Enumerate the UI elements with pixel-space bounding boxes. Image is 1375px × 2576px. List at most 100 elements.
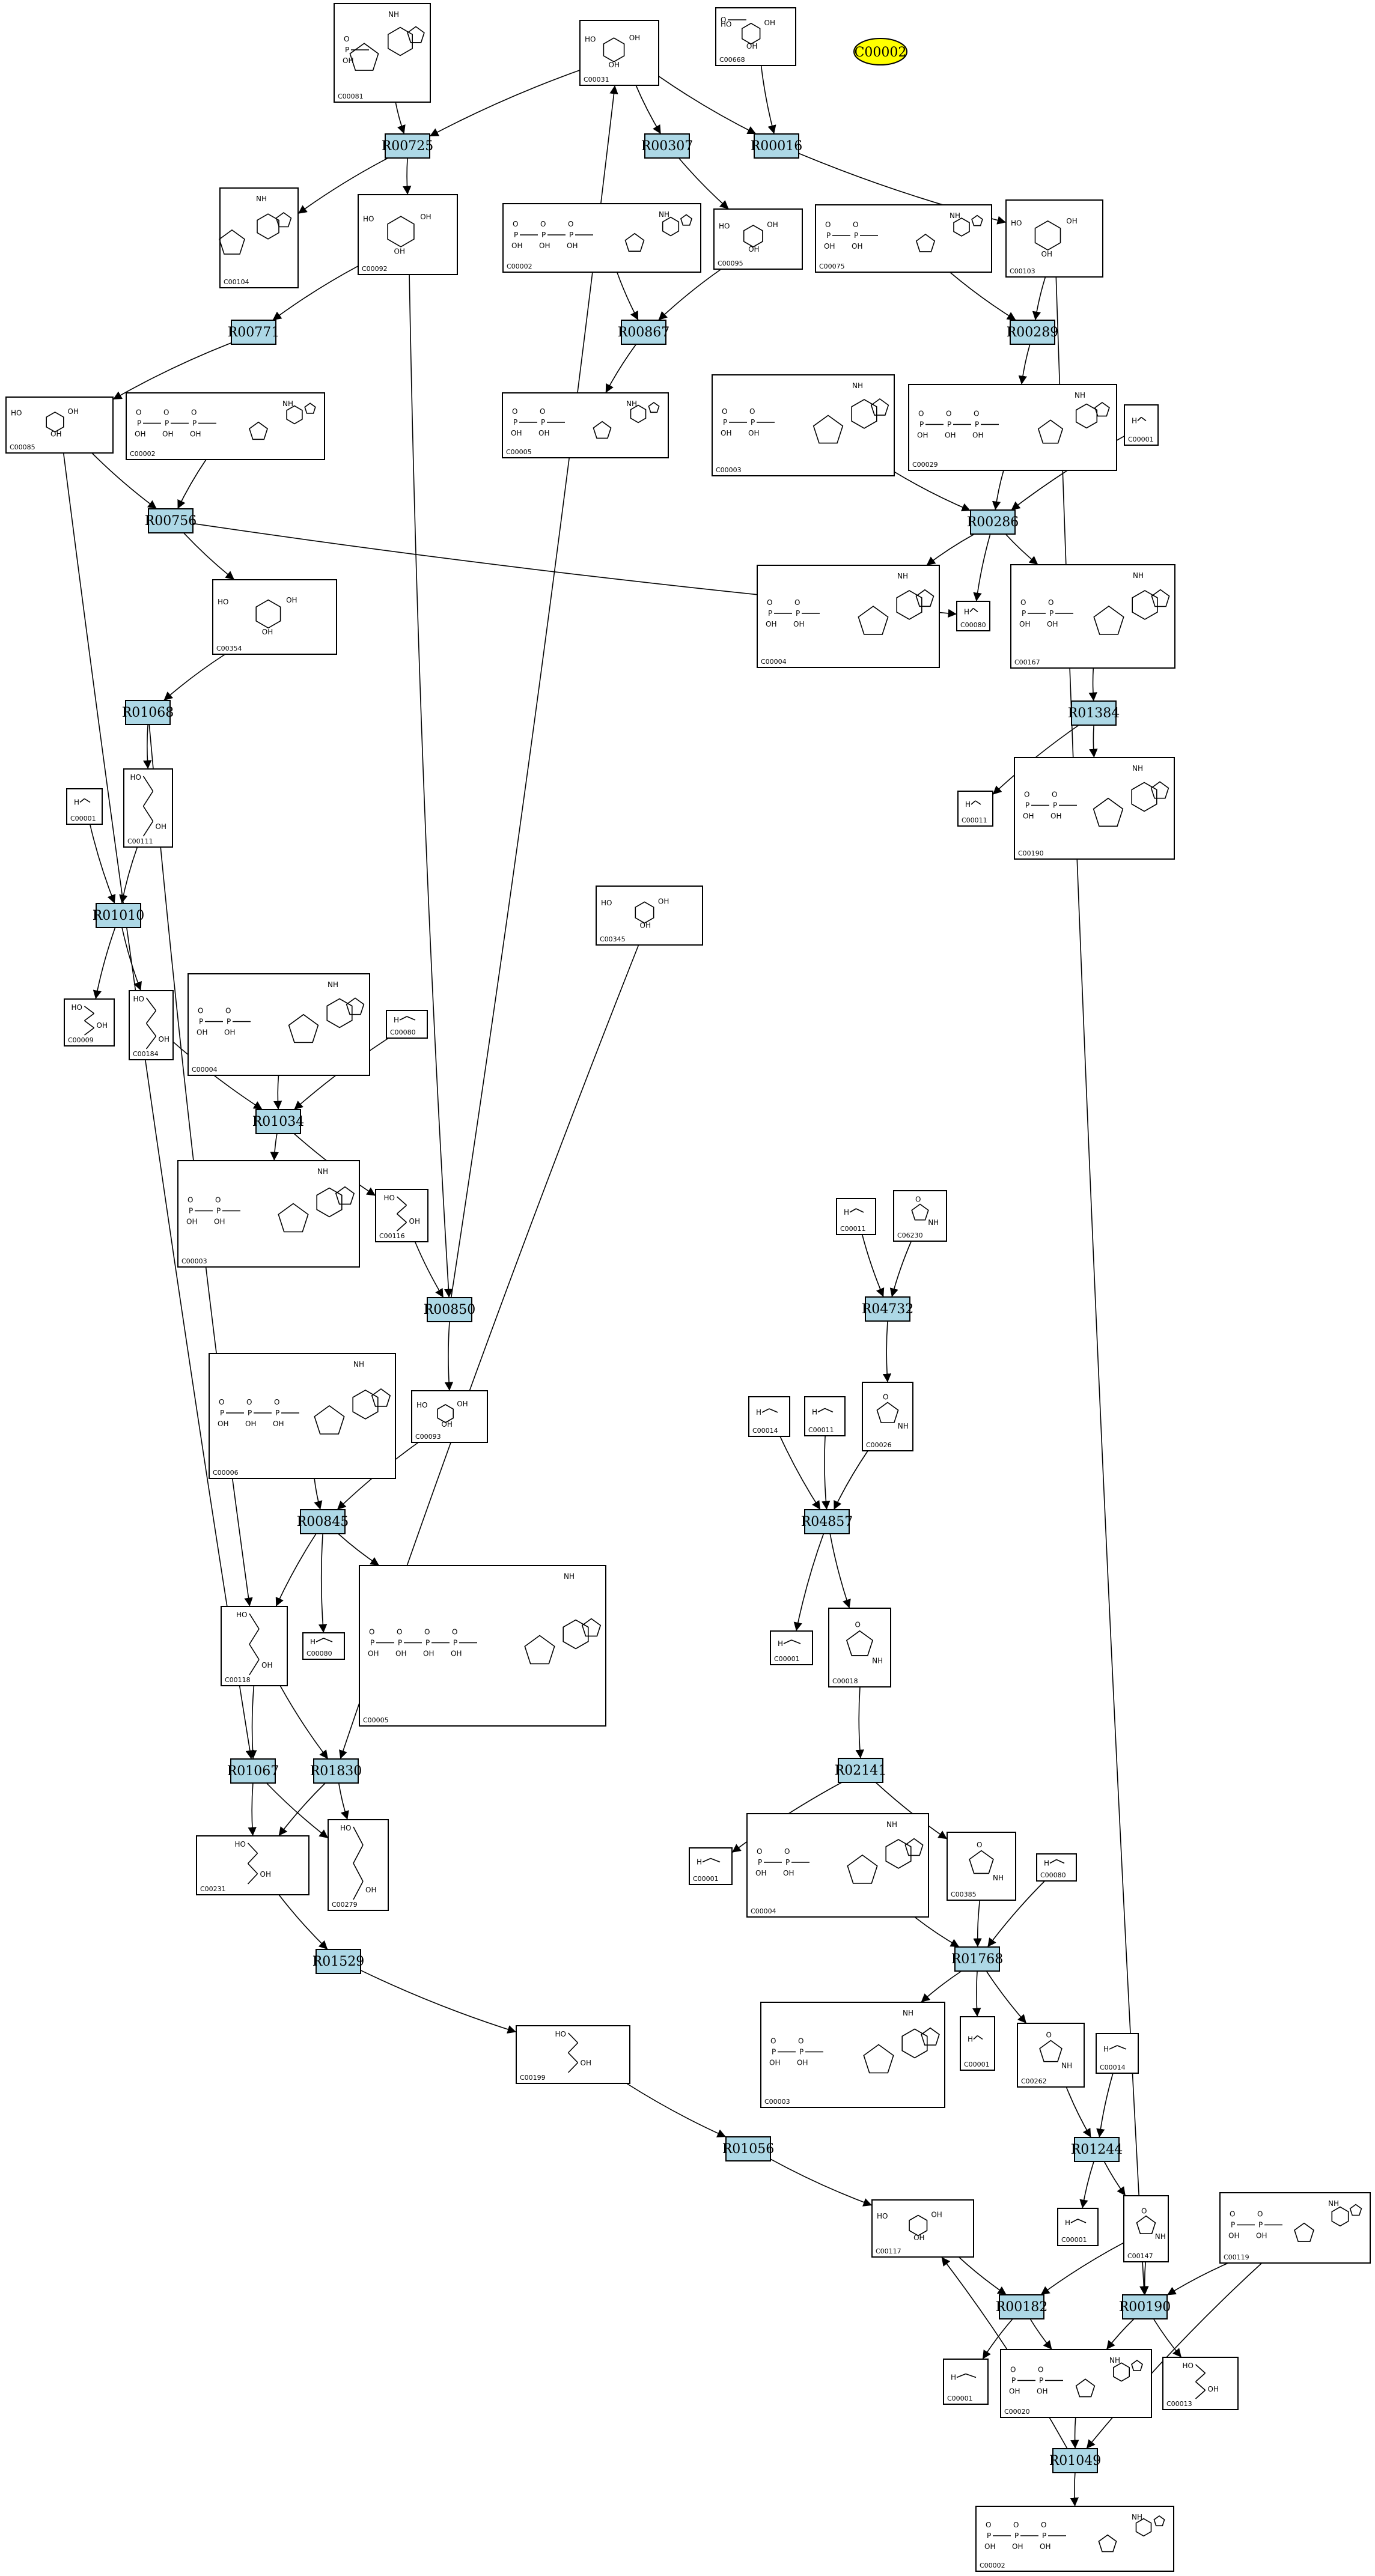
reaction-node[interactable]: R04857 [801, 1509, 853, 1534]
reaction-node[interactable]: R00182 [996, 2294, 1048, 2319]
reaction-node[interactable]: R00771 [228, 320, 280, 345]
reaction-node[interactable]: R01830 [310, 1758, 362, 1784]
molecule-structure-icon: ONH [876, 1393, 909, 1430]
reaction-node[interactable]: R02141 [835, 1758, 887, 1783]
svg-text:HO: HO [877, 2212, 888, 2220]
reaction-node[interactable]: R00190 [1119, 2294, 1171, 2319]
reaction-node[interactable]: R00016 [751, 133, 803, 159]
reaction-node[interactable]: R01067 [227, 1758, 279, 1784]
reaction-node[interactable]: R01068 [122, 700, 174, 725]
reaction-node[interactable]: R00289 [1007, 320, 1059, 345]
svg-text:NH: NH [256, 195, 267, 203]
reaction-node[interactable]: R00756 [145, 508, 197, 533]
svg-text:OH: OH [539, 242, 550, 250]
reaction-node[interactable]: R01049 [1049, 2448, 1102, 2473]
reaction-node[interactable]: R01010 [93, 903, 145, 928]
reaction-box [1052, 2448, 1098, 2473]
compound-box [328, 1819, 389, 1911]
compound-id-label: C00184 [133, 1050, 159, 1058]
reaction-node[interactable]: R00867 [618, 320, 670, 345]
reaction-node[interactable]: R00307 [641, 133, 694, 159]
compound-box [1219, 2192, 1371, 2264]
reaction-node[interactable]: R00845 [297, 1509, 349, 1534]
reaction-node[interactable]: R01529 [312, 1949, 365, 1974]
compound-box [375, 1189, 428, 1242]
reaction-node[interactable]: R01056 [722, 2136, 775, 2161]
svg-text:OH: OH [1019, 620, 1030, 628]
reaction-node[interactable]: R00850 [424, 1297, 476, 1322]
reaction-node[interactable]: R01034 [252, 1109, 305, 1134]
reaction-node[interactable]: R01768 [951, 1946, 1004, 1972]
reaction-node[interactable]: R01244 [1071, 2137, 1123, 2162]
reaction-node[interactable]: R01384 [1068, 700, 1120, 726]
pathway-edge [183, 532, 235, 580]
reaction-node[interactable]: R04732 [862, 1296, 914, 1322]
highlight-node[interactable]: C00002 [853, 38, 907, 65]
reaction-node[interactable]: R00725 [382, 133, 434, 159]
reaction-node[interactable]: R00286 [967, 509, 1019, 535]
